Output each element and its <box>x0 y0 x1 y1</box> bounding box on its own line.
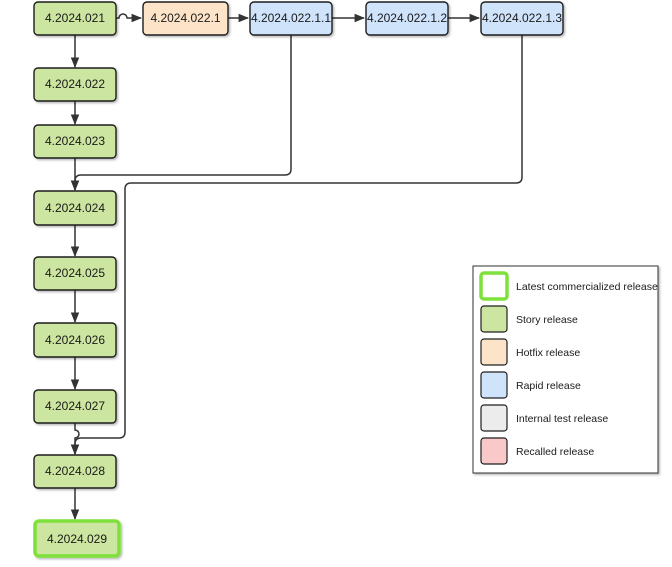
node-label: 4.2024.022.1.1 <box>251 11 331 25</box>
node-label: 4.2024.028 <box>45 464 105 478</box>
legend-swatch-recalled <box>480 437 508 465</box>
release-node-4-2024-029[interactable]: 4.2024.029 <box>33 519 121 558</box>
edge-02211-024 <box>70 35 292 192</box>
node-label: 4.2024.023 <box>45 134 105 148</box>
legend-label: Recalled release <box>516 446 594 458</box>
release-node-4-2024-025[interactable]: 4.2024.025 <box>33 256 117 291</box>
release-node-4-2024-028[interactable]: 4.2024.028 <box>33 454 117 489</box>
node-label: 4.2024.026 <box>45 333 105 347</box>
release-node-4-2024-022-1-3[interactable]: 4.2024.022.1.3 <box>480 1 564 36</box>
legend-item-rapid: Rapid release <box>480 371 581 399</box>
edge-02213-028 <box>70 35 523 456</box>
legend: Latest commercialized release Story rele… <box>472 265 659 474</box>
legend-swatch-rapid <box>480 371 508 399</box>
legend-label: Story release <box>516 314 578 326</box>
release-node-4-2024-022[interactable]: 4.2024.022 <box>33 67 117 102</box>
legend-label: Hotfix release <box>516 347 580 359</box>
legend-swatch-story <box>480 305 508 333</box>
legend-item-hotfix: Hotfix release <box>480 338 580 366</box>
legend-label: Latest commercialized release <box>516 281 658 293</box>
node-label: 4.2024.022.1 <box>150 11 220 25</box>
node-label: 4.2024.022 <box>45 77 105 91</box>
edge-027-028 <box>70 423 80 456</box>
release-node-4-2024-022-1-2[interactable]: 4.2024.022.1.2 <box>365 1 449 36</box>
legend-item-internal: Internal test release <box>480 404 608 432</box>
node-label: 4.2024.025 <box>45 266 105 280</box>
release-node-4-2024-024[interactable]: 4.2024.024 <box>33 190 117 226</box>
legend-swatch-latest <box>479 271 509 301</box>
legend-label: Internal test release <box>516 413 608 425</box>
release-node-4-2024-021[interactable]: 4.2024.021 <box>33 1 117 36</box>
edges <box>70 13 523 521</box>
legend-swatch-internal <box>480 404 508 432</box>
release-node-4-2024-023[interactable]: 4.2024.023 <box>33 124 117 159</box>
legend-item-recalled: Recalled release <box>480 437 594 465</box>
legend-item-latest: Latest commercialized release <box>479 271 658 301</box>
node-label: 4.2024.022.1.2 <box>367 11 447 25</box>
node-label: 4.2024.024 <box>45 201 105 215</box>
legend-label: Rapid release <box>516 380 581 392</box>
node-label: 4.2024.022.1.3 <box>482 11 562 25</box>
edge-021-0221 <box>116 13 143 23</box>
release-node-4-2024-022-1[interactable]: 4.2024.022.1 <box>142 1 229 36</box>
node-label: 4.2024.021 <box>45 11 105 25</box>
release-node-4-2024-027[interactable]: 4.2024.027 <box>33 389 117 424</box>
release-node-4-2024-026[interactable]: 4.2024.026 <box>33 322 117 358</box>
node-label: 4.2024.027 <box>45 399 105 413</box>
release-node-4-2024-022-1-1[interactable]: 4.2024.022.1.1 <box>249 1 333 36</box>
node-label: 4.2024.029 <box>47 532 107 546</box>
legend-item-story: Story release <box>480 305 578 333</box>
legend-swatch-hotfix <box>480 338 508 366</box>
